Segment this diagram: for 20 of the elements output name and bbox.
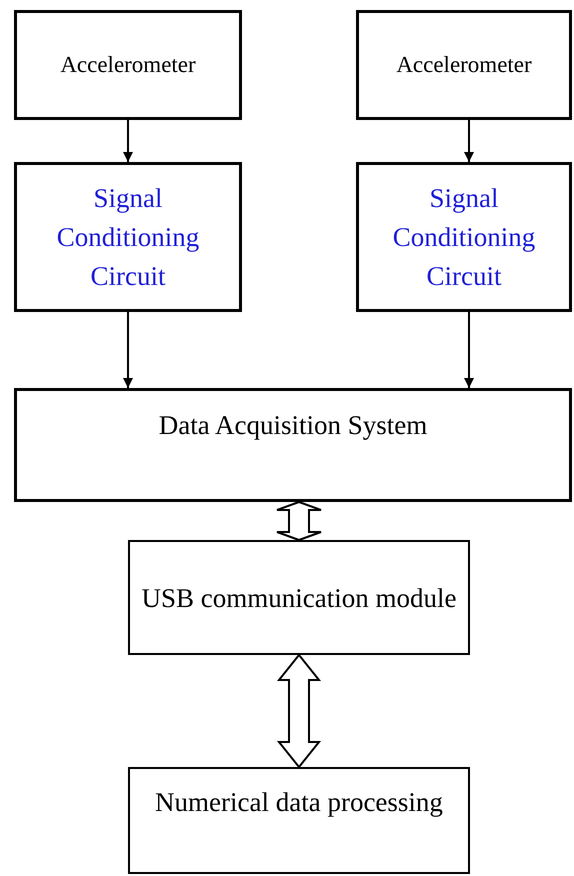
double-block-arrow	[276, 653, 322, 769]
arrow	[123, 120, 133, 162]
box-label: Data Acquisition System	[158, 409, 428, 442]
process-box	[128, 767, 470, 874]
process-box	[128, 540, 470, 655]
box-label: Accelerometer	[59, 50, 197, 79]
process-box	[14, 162, 242, 312]
process-box	[356, 162, 572, 312]
box-label: Numerical data processing	[154, 786, 444, 819]
double-block-arrow	[276, 500, 322, 542]
box-label: Signal Conditioning Circuit	[392, 182, 536, 292]
process-box	[14, 388, 572, 502]
box-label: Accelerometer	[395, 50, 533, 79]
arrow	[123, 312, 133, 388]
process-box	[356, 10, 572, 120]
arrow	[464, 120, 474, 162]
box-label: Signal Conditioning Circuit	[56, 182, 200, 292]
process-box	[14, 10, 242, 120]
arrow	[464, 312, 474, 388]
box-label: USB communication module	[140, 582, 458, 614]
